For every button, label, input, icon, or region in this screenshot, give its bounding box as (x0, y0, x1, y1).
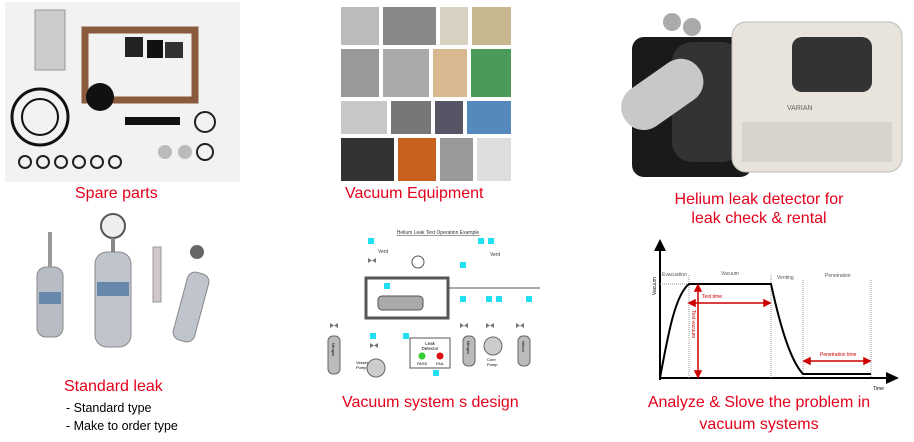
phase-label: Venting (777, 275, 794, 281)
svg-text:Pump: Pump (356, 365, 367, 370)
make-to-order-type-text: - Make to order type (66, 419, 178, 433)
svg-text:Leak: Leak (425, 341, 436, 346)
vacuum-equipment-caption[interactable]: Vacuum Equipment (345, 185, 484, 202)
helium-leak-detector-image[interactable]: VARIAN (612, 2, 906, 187)
spare-parts-image[interactable] (5, 2, 240, 182)
svg-text:Nitrogen: Nitrogen (466, 341, 470, 354)
analyze-caption[interactable]: Analyze & Slove the problem in vacuum sy… (612, 392, 906, 436)
vacuum-test-chart[interactable]: Vacuum Time Evacuation Vacuum Venting Pe… (620, 235, 902, 395)
svg-text:Detector: Detector (421, 346, 439, 351)
svg-text:Helium: Helium (521, 341, 525, 352)
standard-leak-image[interactable] (25, 212, 230, 372)
phase-label: Penetration (825, 273, 851, 279)
y-axis-label: Vacuum (652, 277, 658, 295)
vacuum-curve (659, 283, 871, 379)
vacuum-system-diagram[interactable]: Helium Leak Test Operation Example Vent … (318, 228, 550, 380)
test-vacuum-label: Test vacuum (690, 310, 696, 338)
vacuum-equipment-image[interactable] (340, 6, 512, 182)
svg-text:VARIAN: VARIAN (787, 105, 813, 112)
test-time-label: Test time (702, 294, 722, 300)
standard-type-text: - Standard type (66, 401, 152, 415)
caption-line: vacuum systems (699, 416, 819, 433)
helium-leak-detector-caption[interactable]: Helium leak detector for leak check & re… (612, 190, 906, 228)
spare-parts-caption[interactable]: Spare parts (75, 185, 158, 202)
x-axis-label: Time (873, 386, 884, 392)
svg-text:PASS: PASS (417, 361, 428, 366)
vacuum-system-design-caption[interactable]: Vacuum system s design (342, 394, 519, 411)
phase-label: Vacuum (721, 271, 739, 277)
phase-label: Evacuation (662, 272, 687, 278)
svg-text:Vessel: Vessel (356, 360, 368, 365)
penetration-time-label: Penetration time (820, 352, 857, 358)
svg-text:Vent: Vent (378, 249, 389, 255)
svg-text:FAIL: FAIL (436, 361, 445, 366)
svg-text:Pump: Pump (487, 362, 498, 367)
svg-text:Helium Leak Test Operation Exa: Helium Leak Test Operation Example (397, 230, 480, 236)
caption-line: Analyze & Slove the problem in (647, 394, 871, 411)
svg-text:Nitrogen: Nitrogen (331, 343, 335, 356)
standard-leak-caption[interactable]: Standard leak (64, 378, 163, 395)
svg-text:Vent: Vent (490, 252, 501, 258)
caption-line: leak check & rental (691, 210, 827, 227)
caption-line: Helium leak detector for (674, 191, 844, 208)
svg-text:Core: Core (487, 357, 496, 362)
